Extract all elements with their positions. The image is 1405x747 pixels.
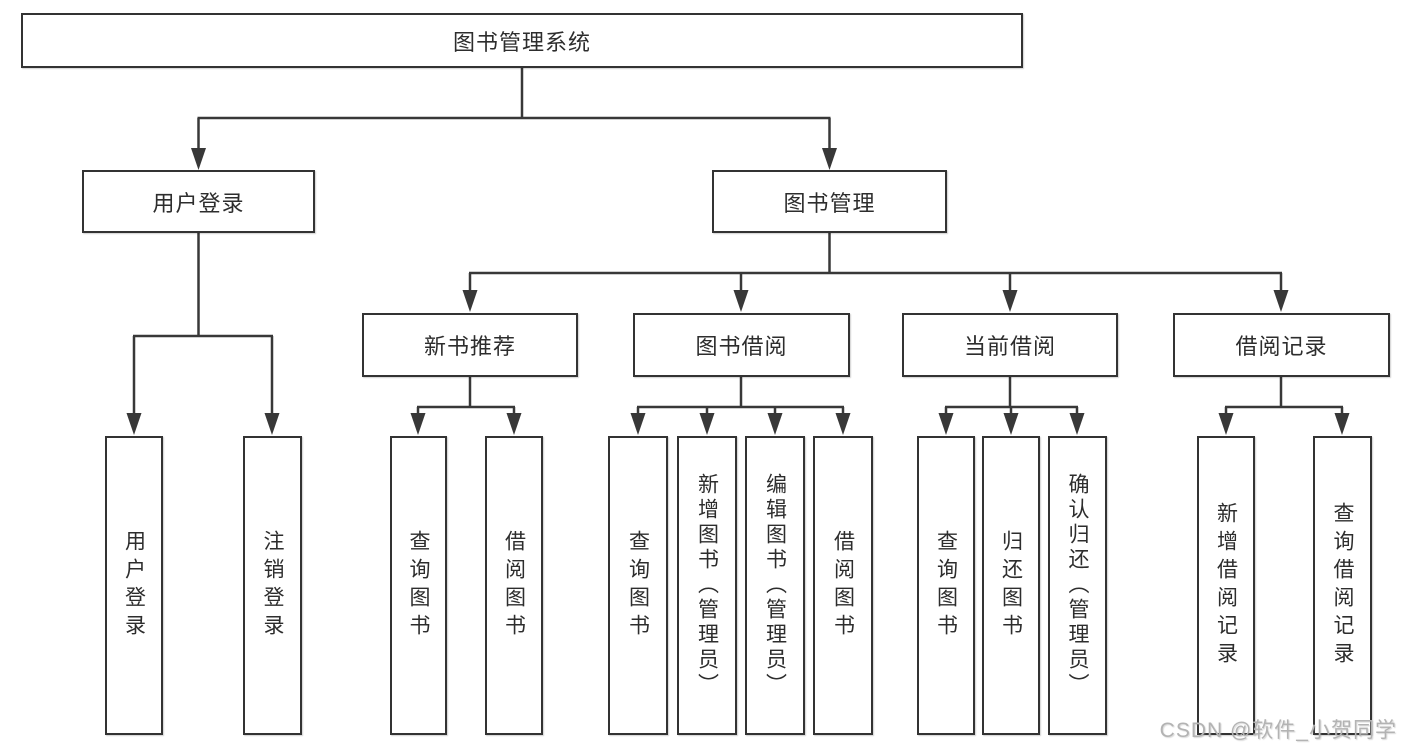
node-borrow-books-recommend: 借阅图书	[485, 436, 543, 735]
node-query-books-recommend: 查询图书	[390, 436, 447, 735]
node-user-login-action: 用户登录	[105, 436, 163, 735]
node-new-book-recommend: 新书推荐	[362, 313, 578, 377]
node-borrow-records: 借阅记录	[1173, 313, 1390, 377]
node-logout-action: 注销登录	[243, 436, 302, 735]
node-library-management-system: 图书管理系统	[21, 13, 1023, 68]
node-query-books-borrow: 查询图书	[608, 436, 668, 735]
node-book-management: 图书管理	[712, 170, 947, 233]
node-query-books-current: 查询图书	[917, 436, 975, 735]
node-add-borrow-record: 新增借阅记录	[1197, 436, 1255, 735]
node-query-borrow-record: 查询借阅记录	[1313, 436, 1372, 735]
node-add-books-admin: 新增图书（管理员）	[677, 436, 737, 735]
node-return-books: 归还图书	[982, 436, 1040, 735]
node-current-borrowing: 当前借阅	[902, 313, 1118, 377]
arrowheads	[126, 148, 1350, 435]
node-confirm-return-admin: 确认归还（管理员）	[1048, 436, 1107, 735]
node-edit-books-admin: 编辑图书（管理员）	[745, 436, 805, 735]
node-borrow-books-action: 借阅图书	[813, 436, 873, 735]
watermark-text: CSDN @软件_小贺同学	[1159, 719, 1397, 742]
node-book-borrowing: 图书借阅	[633, 313, 850, 377]
node-user-login: 用户登录	[82, 170, 315, 233]
